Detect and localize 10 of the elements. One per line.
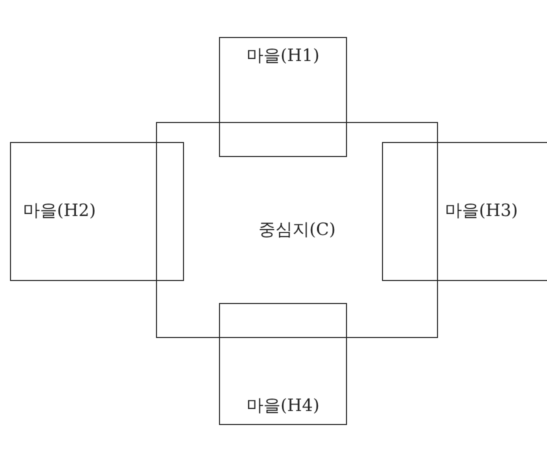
village-box: [10, 142, 184, 281]
village-box: [382, 142, 547, 281]
center-label: 중심지(C): [258, 220, 336, 240]
village-label: 마을(H4): [246, 396, 320, 416]
village-box: [219, 37, 347, 157]
village-label: 마을(H1): [246, 46, 320, 66]
center-box: [156, 122, 438, 338]
village-label: 마을(H2): [23, 201, 96, 222]
village-box: [219, 303, 347, 425]
village-label: 마을(H3): [445, 201, 518, 222]
